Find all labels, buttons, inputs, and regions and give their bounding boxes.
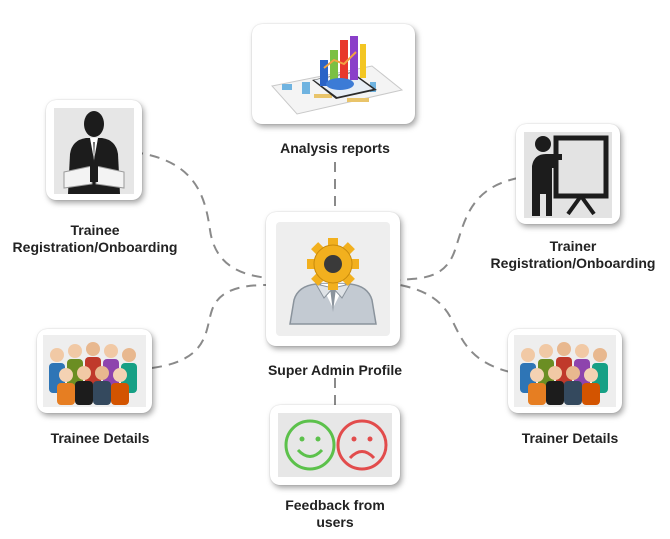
connector-trainee-reg [132, 151, 269, 279]
feedback-card [270, 405, 400, 485]
trainee-registration-label: Trainee Registration/Onboarding [12, 222, 178, 255]
happy-sad-faces-icon [278, 413, 392, 477]
analysis-reports-card [252, 24, 415, 124]
trainer-registration-label: Trainer Registration/Onboarding [490, 238, 656, 271]
analytics-chart-icon [271, 36, 404, 115]
connector-trainer-reg [399, 177, 519, 281]
trainee-details-card [37, 329, 152, 413]
admin-gear-user-icon [276, 222, 390, 336]
trainer-details-card [508, 329, 622, 413]
trainee-registration-card [46, 100, 142, 200]
trainer-details-label: Trainer Details [521, 430, 619, 446]
super-admin-card [266, 212, 400, 346]
businessman-reading-icon [54, 108, 134, 194]
group-people-icon [514, 335, 616, 407]
presenter-board-icon [524, 132, 612, 218]
trainer-registration-card [516, 124, 620, 224]
connector-trainer-details [399, 284, 511, 373]
trainee-details-label: Trainee Details [50, 430, 150, 446]
sad-face-icon [336, 419, 388, 471]
happy-face-icon [284, 419, 336, 471]
group-people-icon [43, 335, 146, 407]
connector-trainee-details [151, 284, 269, 369]
feedback-label: Feedback from users [285, 497, 385, 530]
super-admin-label: Super Admin Profile [267, 362, 403, 378]
analysis-reports-label: Analysis reports [280, 140, 390, 156]
